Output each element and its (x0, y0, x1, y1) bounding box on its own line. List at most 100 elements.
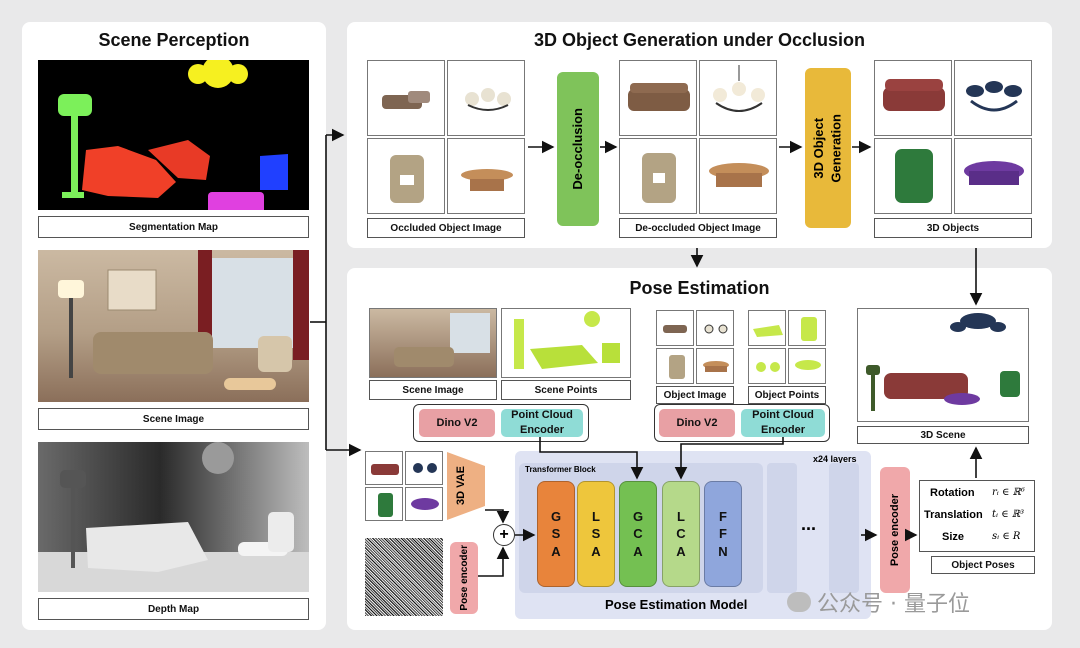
object-generation-module: 3D Object Generation (805, 68, 851, 228)
layer-letter: S (551, 526, 561, 542)
watermark-text: 公众号 · 量子位 (817, 592, 970, 617)
segmentation-shapes (58, 60, 288, 210)
ellipsis: ... (801, 514, 817, 534)
pose-scene-image-thumb (369, 308, 497, 378)
deoccluded-sofa-thumb (619, 60, 697, 136)
model-label: Pose Estimation Model (605, 597, 748, 612)
rotation-formula: rᵢ ∈ ℝ⁶ (992, 487, 1025, 498)
latent-armchair-thumb (365, 487, 403, 521)
layer-letter: F (719, 526, 727, 542)
segmentation-map-caption: Segmentation Map (38, 216, 309, 238)
occluded-armchair-thumb (367, 138, 445, 214)
layer-letter: L (592, 508, 600, 524)
deocclusion-module: De-occlusion (557, 72, 599, 226)
object-generation-label-line2: Generation (829, 113, 844, 183)
scene-points-caption: Scene Points (501, 380, 631, 400)
objects3d-caption: 3D Objects (874, 218, 1032, 238)
generation-panel: 3D Object Generation under Occlusion Occ… (347, 22, 1052, 248)
deoccluded-table-thumb (699, 138, 777, 214)
translation-formula: tᵢ ∈ ℝ³ (992, 509, 1025, 520)
depth-map-shapes (38, 442, 309, 592)
layers-count-label: x24 layers (813, 454, 857, 464)
dino-v2-scene: Dino V2 (419, 409, 495, 437)
scene-image-caption: Scene Image (38, 408, 309, 430)
occluded-table-thumb (447, 138, 525, 214)
scene-perception-panel: Scene Perception Segmentation Map (22, 22, 326, 630)
layer-letter: G (632, 508, 644, 524)
occluded-chandelier-thumb (447, 60, 525, 136)
transformer-block-label: Transformer Block (525, 465, 596, 474)
object3d-sofa-thumb (874, 60, 952, 136)
pose-object-chandelier-thumb (696, 310, 734, 346)
pose-encoder-right-label: Pose encoder (888, 493, 901, 567)
vae-label: 3D VAE (455, 466, 467, 506)
layer-letter: G (550, 508, 562, 524)
depth-map-image (38, 442, 309, 592)
dino-v2-object: Dino V2 (659, 409, 735, 437)
object3d-armchair-thumb (874, 138, 952, 214)
pose-estimation-panel: Pose Estimation Scene Image Scene Points… (347, 268, 1052, 630)
layer-letter: F (719, 508, 727, 524)
size-label: Size (942, 531, 965, 543)
deocclusion-label: De-occlusion (569, 108, 585, 190)
pose-estimation-title: Pose Estimation (629, 278, 770, 298)
rotation-label: Rotation (930, 487, 975, 499)
layer-letter: C (676, 526, 686, 542)
noise-image (365, 538, 443, 616)
pose-encoder-left: Pose encoder (450, 542, 478, 614)
scene-points-thumb (501, 308, 631, 378)
scene3d-caption: 3D Scene (857, 426, 1029, 444)
layer-letter: S (591, 526, 601, 542)
deoccluded-chandelier-thumb (699, 60, 777, 136)
latent-chandelier-thumb (405, 451, 443, 485)
occluded-object-caption: Occluded Object Image (367, 218, 525, 238)
scene-image (38, 250, 309, 402)
watermark: 公众号 · 量子位 (787, 586, 970, 618)
pc-encoder-scene-line2: Encoder (519, 424, 564, 436)
scene-perception-title: Scene Perception (98, 30, 250, 50)
scene3d-thumb (857, 308, 1029, 422)
pose-encoder-left-label: Pose encoder (458, 545, 470, 611)
layer-letter: C (633, 526, 643, 542)
repeat-block-2 (829, 463, 859, 593)
vae-module: 3D VAE (447, 452, 485, 520)
object3d-table-thumb (954, 138, 1032, 214)
pc-encoder-object-line2: Encoder (760, 424, 805, 436)
layer-letter: N (718, 543, 728, 559)
scene-image-shapes (58, 250, 309, 390)
generation-title: 3D Object Generation under Occlusion (533, 30, 866, 50)
pose-object-table-thumb (696, 348, 734, 384)
object-image-caption: Object Image (656, 386, 734, 404)
points-armchair-thumb (788, 310, 826, 346)
layer-letter: A (551, 543, 561, 559)
points-sofa-thumb (748, 310, 786, 346)
translation-label: Translation (924, 509, 983, 521)
size-formula: sᵢ ∈ R (992, 531, 1021, 542)
object3d-chandelier-thumb (954, 60, 1032, 136)
wechat-icon (787, 592, 811, 612)
latent-table-thumb (405, 487, 443, 521)
scene-encoder-group (413, 404, 589, 442)
pose-object-armchair-thumb (656, 348, 694, 384)
layer-letter: A (676, 543, 686, 559)
object-points-caption: Object Points (748, 386, 826, 404)
occluded-sofa-thumb (367, 60, 445, 136)
repeat-block-1 (767, 463, 797, 593)
pc-encoder-scene-line1: Point Cloud (511, 409, 573, 422)
segmentation-map-image (38, 60, 309, 210)
layer-letter: A (591, 543, 601, 559)
object-poses-caption: Object Poses (931, 556, 1035, 574)
layer-letter: A (633, 543, 643, 559)
deoccluded-object-caption: De-occluded Object Image (619, 218, 777, 238)
latent-sofa-thumb (365, 451, 403, 485)
points-table-thumb (788, 348, 826, 384)
depth-map-caption: Depth Map (38, 598, 309, 620)
